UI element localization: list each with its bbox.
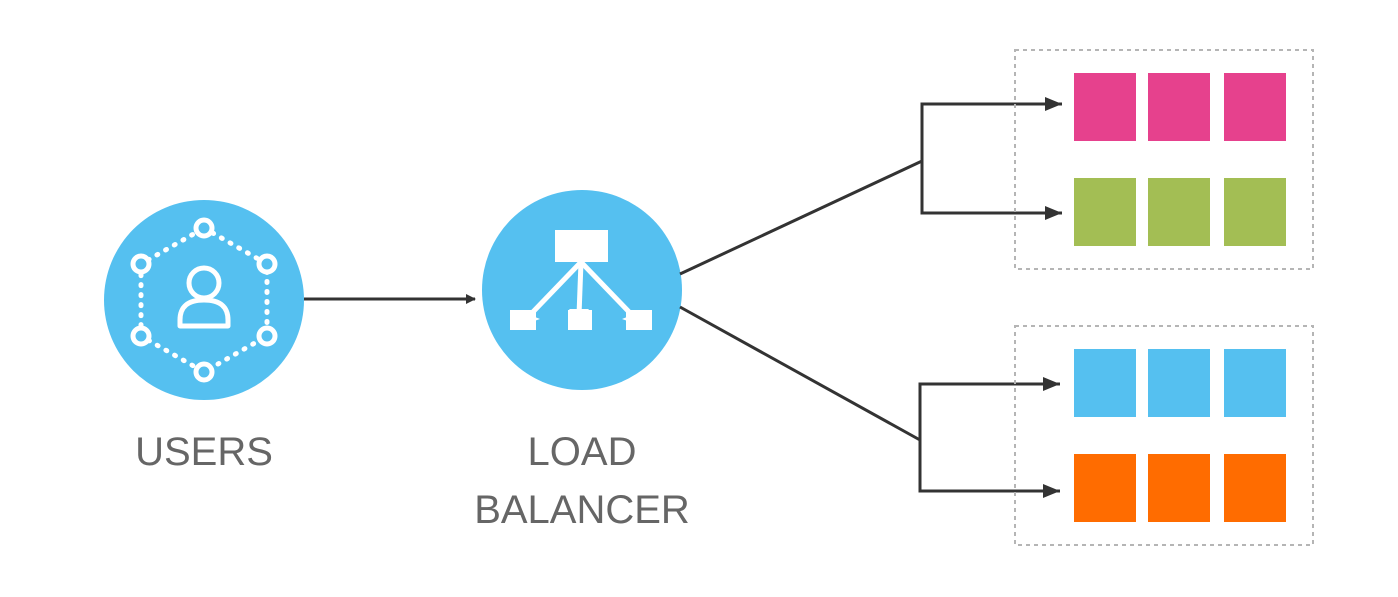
server-block bbox=[1224, 73, 1286, 141]
server-blocks bbox=[1074, 73, 1286, 522]
server-block bbox=[1074, 349, 1136, 417]
server-block bbox=[1074, 454, 1136, 522]
load-balancer-node bbox=[482, 190, 682, 390]
users-network-icon bbox=[130, 217, 278, 383]
users-label: USERS bbox=[135, 430, 273, 474]
server-block bbox=[1148, 454, 1210, 522]
server-block bbox=[1224, 178, 1286, 246]
load-balancer-icon bbox=[510, 230, 652, 330]
server-group-1-box bbox=[1014, 49, 1314, 270]
users-node bbox=[104, 200, 304, 400]
lb-to-group1-connector bbox=[679, 102, 1062, 276]
server-block bbox=[1148, 349, 1210, 417]
server-block bbox=[1224, 454, 1286, 522]
lb-to-group2-connector bbox=[679, 305, 1060, 493]
server-block bbox=[1148, 73, 1210, 141]
server-block bbox=[1074, 178, 1136, 246]
load-balancer-label-line2: BALANCER bbox=[474, 488, 690, 532]
load-balancer-label-line1: LOAD bbox=[528, 430, 637, 474]
server-block bbox=[1148, 178, 1210, 246]
server-block bbox=[1224, 349, 1286, 417]
server-block bbox=[1074, 73, 1136, 141]
person-body bbox=[177, 297, 231, 329]
server-row-arrowheads bbox=[1043, 97, 1062, 498]
server-group-2-box bbox=[1014, 325, 1314, 546]
